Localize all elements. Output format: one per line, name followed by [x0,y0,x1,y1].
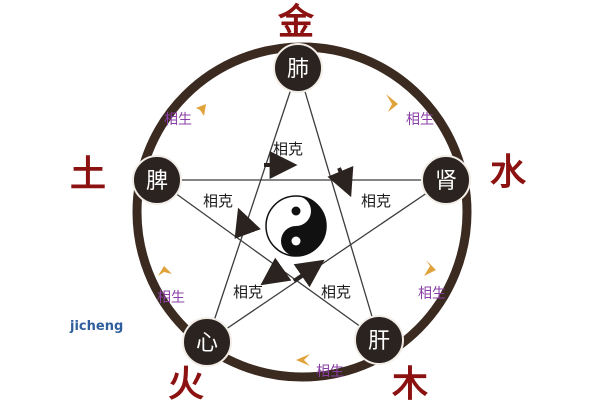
organ-node-lung: 肺 [273,43,323,93]
organ-node-spleen: 脾 [132,155,182,205]
watermark-text: jicheng [69,319,123,334]
ke-label-right: 相克 [361,192,391,210]
organ-node-liver: 肝 [354,315,404,365]
ke-line-lung-liver [297,67,380,341]
ke-line-kidney-heart [206,179,447,343]
ke-line-liver-spleen [156,179,380,341]
ke-arrow-left [234,207,261,239]
ke-arrows [234,151,354,288]
sheng-label-liver-heart: 相生 [316,364,344,380]
sheng-label-kidney-liver: 相生 [418,286,446,302]
element-wood: 木 [392,363,428,400]
sheng-arrow-kidney-liver [424,260,436,276]
ke-label-top: 相克 [273,140,303,158]
sheng-arrow-spleen-lung [196,104,206,116]
sheng-arrow-lung-kidney [386,94,398,112]
yin-yang-icon [265,195,327,257]
sheng-arrow-liver-heart [296,354,310,366]
organ-label-liver: 肝 [368,329,390,354]
ke-line-heart-lung [206,67,299,343]
organ-node-kidney: 肾 [421,155,471,205]
sheng-arrow-heart-spleen [158,266,172,276]
element-fire: 火 [168,363,204,400]
element-water: 水 [490,151,527,193]
organ-label-heart: 心 [196,331,218,356]
ke-label-bottom-right: 相克 [321,283,351,301]
ke-arrow-right [327,165,354,198]
ke-label-bottom-left: 相克 [233,283,263,301]
sheng-arrows [158,94,436,366]
sheng-label-heart-spleen: 相生 [157,290,185,306]
sheng-label-lung-kidney: 相生 [406,112,434,128]
ke-label-left: 相克 [203,192,233,210]
ke-arrow-bottom-right [292,259,325,288]
element-metal: 金 [277,1,315,43]
organ-node-heart: 心 [182,317,232,367]
element-earth: 土 [70,153,106,195]
ke-arrow-bottom-left [260,257,292,286]
organ-label-spleen: 脾 [146,169,168,194]
organ-label-lung: 肺 [287,57,309,82]
ke-cycle-lines [156,67,447,343]
sheng-label-spleen-lung: 相生 [164,112,192,128]
organ-label-kidney: 肾 [435,169,457,194]
